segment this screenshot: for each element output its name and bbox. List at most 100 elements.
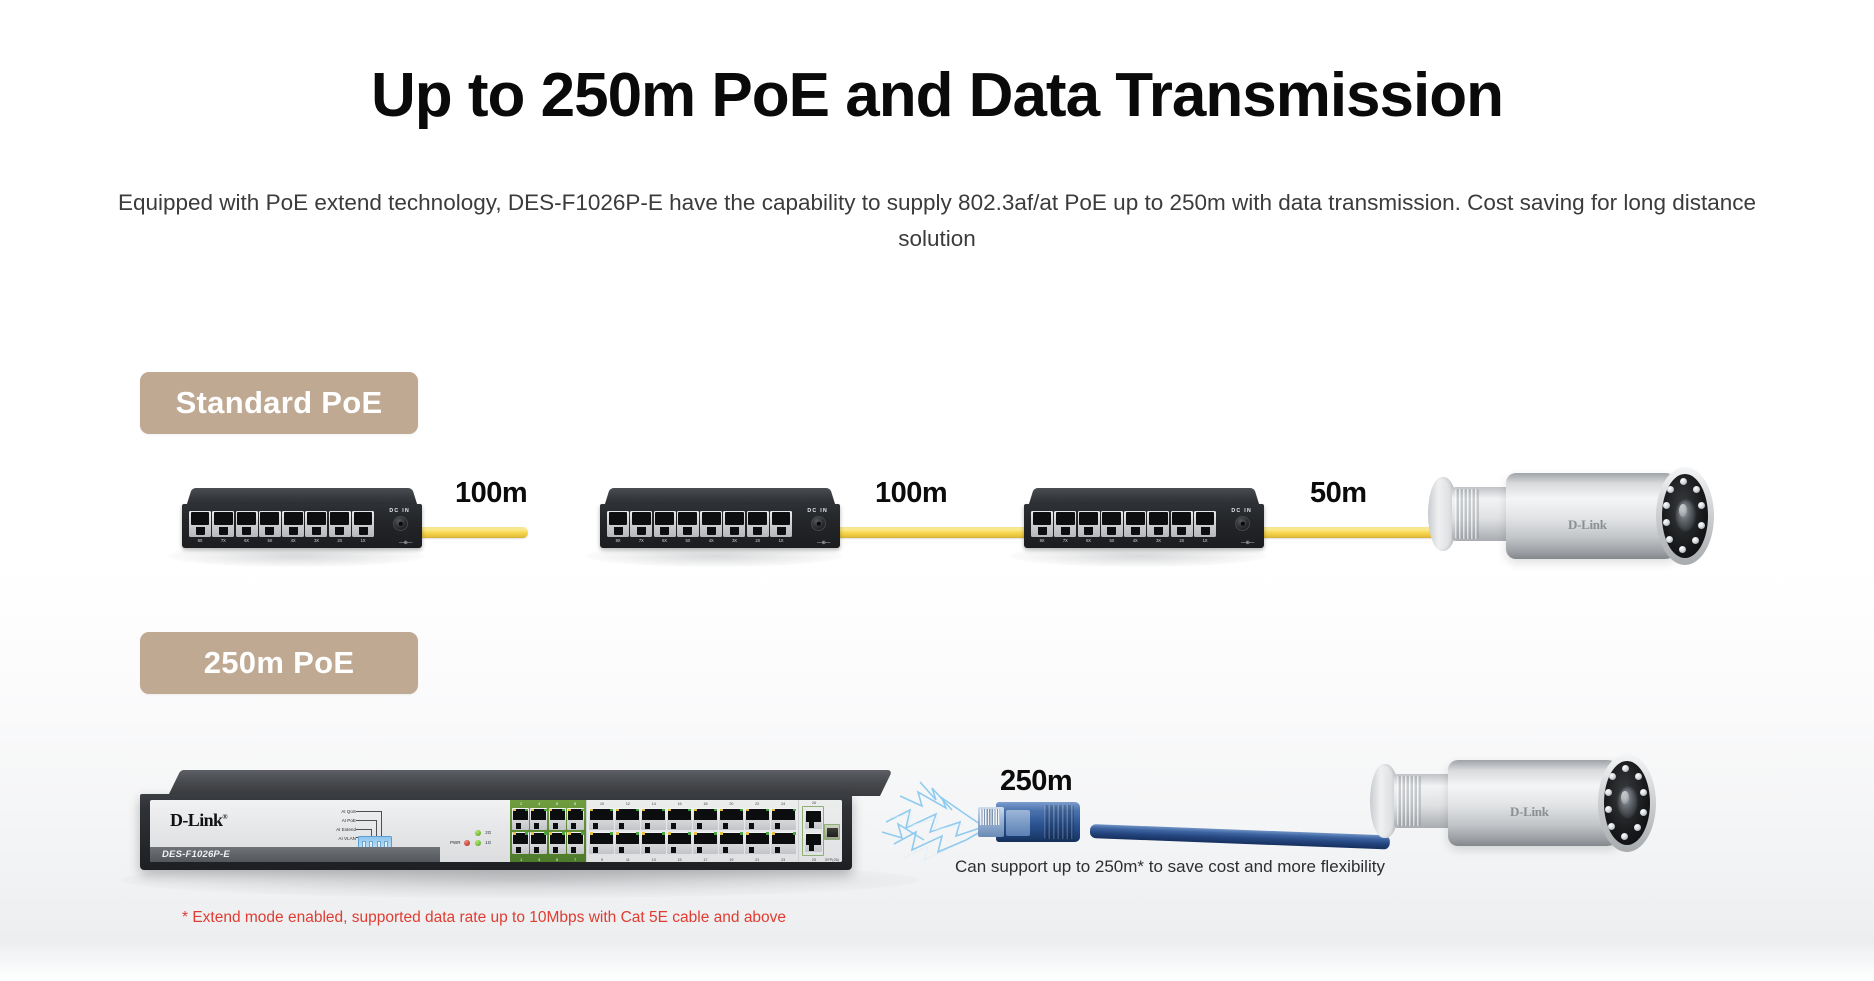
rj45-port [212, 511, 235, 537]
rj45-port [328, 511, 351, 537]
port-label: 1X [778, 538, 784, 543]
rj45-port [530, 808, 548, 831]
distance-label-1: 100m [455, 477, 528, 509]
ethernet-cable-blue [1089, 824, 1391, 850]
page-description: Equipped with PoE extend technology, DES… [117, 190, 1757, 252]
electric-spark-effect [881, 781, 981, 861]
rack-model-bar [150, 847, 440, 862]
rj45-port [530, 831, 548, 854]
port-label: 5X [685, 538, 691, 543]
badge-250m-poe: 250m PoE [140, 632, 418, 694]
switch-port-labels: 8X 7X 6X 5X 4X 3X 2X 1X [607, 538, 792, 543]
poe-extend-port-block: 2 4 6 8 [510, 800, 586, 862]
port-label: 4X [1132, 538, 1138, 543]
rj45-port [567, 808, 584, 831]
cable-caption: Can support up to 250m* to save cost and… [955, 857, 1385, 876]
rj45-connector-pins [980, 809, 1000, 825]
port-label: 3X [314, 538, 319, 543]
port-label: 4X [290, 538, 296, 543]
rj45-port [1124, 511, 1147, 537]
rj45-port [512, 831, 529, 854]
rack-faceplate: D-Link® AI QoS AI PoE AI Extend AI VLAN [150, 800, 842, 862]
rj45-port [352, 511, 374, 537]
port-label: 6X [662, 538, 667, 543]
rj45-port [1077, 511, 1100, 537]
dc-polarity-symbol: —⊕— [399, 540, 412, 546]
switch-port-labels: 8X 7X 6X 5X 4X 3X 2X 1X [189, 538, 374, 543]
rj45-port [667, 831, 692, 854]
rj45-port [745, 831, 770, 854]
uplink-label-top: 26 [811, 800, 817, 805]
std-port-grid [589, 808, 796, 854]
rj45-port [567, 831, 584, 854]
port-label: 7X [220, 538, 226, 543]
cable-segment-3 [1242, 527, 1454, 538]
dip-label-ai-extend: AI Extend [336, 826, 356, 832]
rj45-port [771, 831, 796, 854]
poe-port-grid [512, 808, 584, 854]
switch-chassis-front: 8X 7X 6X 5X 4X 3X 2X 1X DC IN —⊕— [182, 504, 422, 548]
rj45-port [1054, 511, 1077, 537]
dip-label-ai-qos: AI QoS [341, 809, 356, 814]
rj45-port [770, 511, 792, 537]
dc-power-jack-icon [811, 516, 826, 531]
switch-shadow [168, 545, 424, 567]
switch-port-strip [607, 511, 792, 537]
rj45-port [235, 511, 258, 537]
rj45-port [1147, 511, 1170, 537]
rj45-port [1100, 511, 1123, 537]
led-2g-icon [475, 830, 482, 836]
switch-shadow [1010, 545, 1266, 567]
dc-in-label: DC IN [807, 507, 828, 514]
rj45-port [641, 808, 666, 831]
rj45-port [700, 511, 723, 537]
status-led-group: 2G PWR 1G [450, 830, 491, 846]
std-port-numbers-top: 10 12 14 16 18 20 22 24 [599, 801, 786, 806]
poe-port-numbers-top: 2 4 6 8 [519, 801, 577, 806]
led-label-2g: 2G [485, 830, 492, 836]
dip-label-ai-vlan: AI VLAN [338, 835, 356, 841]
rj45-port [1031, 511, 1053, 537]
rj45-port [615, 808, 640, 831]
sfp-slot [824, 824, 840, 840]
port-label: 5X [267, 538, 273, 543]
port-label: 8X [1039, 538, 1045, 543]
badge-standard-poe-label: Standard PoE [175, 385, 383, 420]
rack-model-label: DES-F1026P-E [162, 849, 230, 860]
camera-brand-label: D-Link [1568, 517, 1607, 532]
rj45-port [548, 808, 566, 831]
switch-standard-1: 8X 7X 6X 5X 4X 3X 2X 1X DC IN —⊕— [182, 486, 422, 548]
rj45-port [1194, 511, 1216, 537]
port-label: 6X [1086, 538, 1091, 543]
port-label: 8X [615, 538, 621, 543]
switch-chassis-front: 8X 7X 6X 5X 4X 3X 2X 1X DC IN —⊕— [600, 504, 840, 548]
cable-segment-2 [818, 527, 1032, 538]
distance-label-2: 100m [875, 477, 948, 509]
led-1g-icon [475, 840, 482, 846]
badge-standard-poe: Standard PoE [140, 372, 418, 434]
port-label: 7X [1062, 538, 1068, 543]
camera-barrel [1506, 473, 1681, 559]
distance-label-3: 50m [1310, 477, 1367, 509]
rj45-port [676, 511, 699, 537]
switch-port-strip [1031, 511, 1216, 537]
dip-switch-labels: AI QoS AI PoE AI Extend AI VLAN [298, 808, 356, 844]
rack-ports-area: 2 4 6 8 [510, 800, 842, 862]
switch-port-strip [189, 511, 374, 537]
rj45-port [804, 810, 822, 830]
rj45-connector-blue [978, 800, 1098, 844]
camera-lens [1617, 786, 1639, 820]
rj45-port [512, 808, 529, 831]
port-label: 2X [337, 538, 343, 543]
camera-barrel [1448, 760, 1623, 846]
rj45-port [630, 511, 653, 537]
rack-chassis-top [168, 770, 893, 796]
rj45-port [305, 511, 328, 537]
rj45-port [1170, 511, 1193, 537]
switch-chassis-front: 8X 7X 6X 5X 4X 3X 2X 1X DC IN —⊕— [1024, 504, 1264, 548]
poe-port-numbers-bottom: 1 3 5 7 [519, 856, 577, 862]
port-label: 2X [755, 538, 761, 543]
switch-des-f1026p-e: D-Link® AI QoS AI PoE AI Extend AI VLAN [140, 770, 893, 882]
rj45-port [548, 831, 566, 854]
